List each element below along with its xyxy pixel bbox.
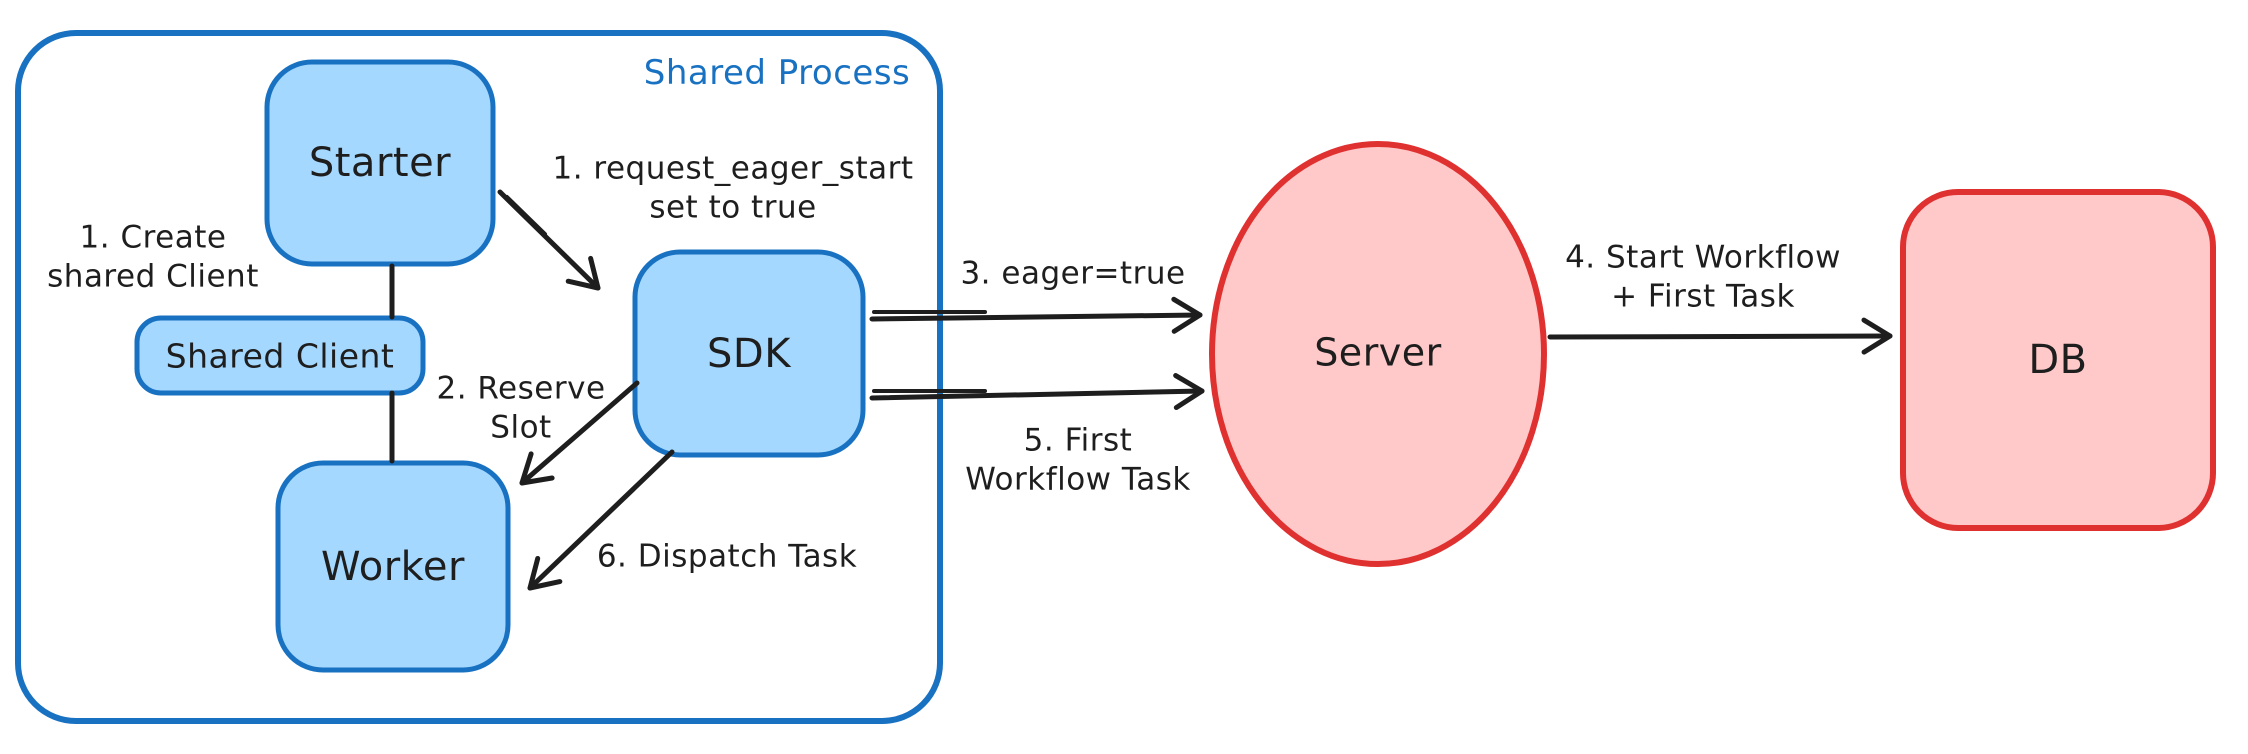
reserve-slot-annotation: 2. Reserve Slot — [436, 370, 606, 445]
shared-client-label: Shared Client — [165, 336, 395, 376]
db-node — [1900, 189, 2216, 531]
dispatch-task-arrow — [527, 449, 675, 591]
server-node — [1209, 141, 1547, 567]
first-workflow-task-arrow — [869, 373, 1205, 411]
dispatch-task-annotation: 6. Dispatch Task — [596, 538, 858, 575]
shared-process-label: Shared Process — [643, 52, 911, 93]
start-workflow-arrow — [1547, 317, 1893, 355]
start-workflow-annotation: 4. Start Workflow + First Task — [1565, 239, 1841, 314]
worker-label: Worker — [321, 544, 465, 590]
request-eager-start-arrow-sketch — [505, 195, 547, 236]
starter-node — [264, 59, 496, 267]
db-label: DB — [2028, 337, 2088, 383]
reserve-slot-arrow — [519, 380, 640, 486]
server-label: Server — [1314, 330, 1442, 375]
request-eager-start-annotation: 1. request_eager_start set to true — [552, 150, 914, 225]
eager-true-arrow — [869, 296, 1203, 334]
eager-true-annotation: 3. eager=true — [960, 255, 1186, 292]
starter-label: Starter — [308, 140, 452, 186]
first-workflow-task-annotation: 5. First Workflow Task — [965, 422, 1191, 497]
shared-client-node — [134, 315, 426, 396]
shared-process-container — [15, 30, 943, 724]
sdk-label: SDK — [707, 331, 791, 377]
create-shared-client-annotation: 1. Create shared Client — [47, 219, 259, 294]
sdk-node — [632, 249, 866, 458]
